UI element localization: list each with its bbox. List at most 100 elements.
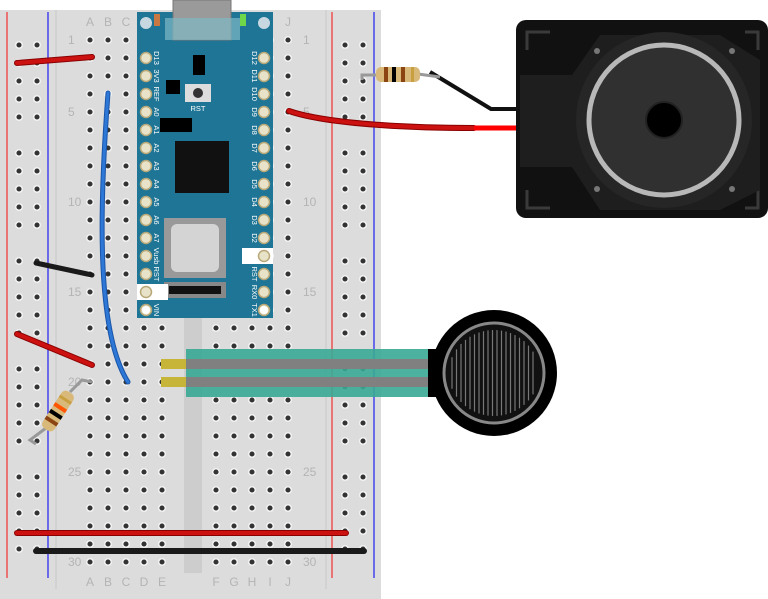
rail-hole[interactable] <box>14 166 24 176</box>
arduino-pin[interactable] <box>257 249 271 263</box>
breadboard-hole[interactable] <box>211 485 221 495</box>
rail-hole[interactable] <box>358 472 368 482</box>
breadboard-hole[interactable] <box>283 125 293 135</box>
breadboard-hole[interactable] <box>247 539 257 549</box>
breadboard-hole[interactable] <box>247 521 257 531</box>
breadboard-hole[interactable] <box>283 71 293 81</box>
rail-hole[interactable] <box>32 112 42 122</box>
rail-hole[interactable] <box>340 148 350 158</box>
breadboard-hole[interactable] <box>157 485 167 495</box>
breadboard-hole[interactable] <box>121 53 131 63</box>
rail-hole[interactable] <box>358 40 368 50</box>
rail-hole[interactable] <box>14 472 24 482</box>
breadboard-hole[interactable] <box>229 395 239 405</box>
arduino-pin[interactable] <box>257 285 271 299</box>
arduino-pin[interactable] <box>139 141 153 155</box>
breadboard-hole[interactable] <box>283 503 293 513</box>
breadboard-hole[interactable] <box>265 557 275 567</box>
breadboard-hole[interactable] <box>157 323 167 333</box>
arduino-pin[interactable] <box>257 105 271 119</box>
breadboard-hole[interactable] <box>211 431 221 441</box>
rail-hole[interactable] <box>358 184 368 194</box>
breadboard-hole[interactable] <box>283 557 293 567</box>
reset-button-cap[interactable] <box>193 88 203 98</box>
rail-hole[interactable] <box>358 328 368 338</box>
breadboard-hole[interactable] <box>85 89 95 99</box>
breadboard-hole[interactable] <box>121 143 131 153</box>
rail-hole[interactable] <box>358 310 368 320</box>
breadboard-hole[interactable] <box>121 467 131 477</box>
rail-hole[interactable] <box>32 220 42 230</box>
breadboard-hole[interactable] <box>103 449 113 459</box>
rail-hole[interactable] <box>14 292 24 302</box>
rail-hole[interactable] <box>14 220 24 230</box>
rail-hole[interactable] <box>358 508 368 518</box>
breadboard-hole[interactable] <box>211 395 221 405</box>
breadboard-hole[interactable] <box>121 323 131 333</box>
breadboard-hole[interactable] <box>229 323 239 333</box>
breadboard-hole[interactable] <box>121 359 131 369</box>
arduino-pin[interactable] <box>257 141 271 155</box>
breadboard-hole[interactable] <box>121 503 131 513</box>
breadboard-hole[interactable] <box>229 485 239 495</box>
breadboard-hole[interactable] <box>103 215 113 225</box>
breadboard-hole[interactable] <box>103 35 113 45</box>
rail-hole[interactable] <box>32 274 42 284</box>
breadboard-hole[interactable] <box>283 287 293 297</box>
breadboard-hole[interactable] <box>247 341 257 351</box>
rail-hole[interactable] <box>32 490 42 500</box>
breadboard-hole[interactable] <box>229 431 239 441</box>
breadboard-hole[interactable] <box>283 341 293 351</box>
breadboard-hole[interactable] <box>139 359 149 369</box>
rail-hole[interactable] <box>340 184 350 194</box>
rail-hole[interactable] <box>358 256 368 266</box>
rail-hole[interactable] <box>340 508 350 518</box>
breadboard-hole[interactable] <box>103 251 113 261</box>
breadboard-hole[interactable] <box>121 287 131 297</box>
arduino-pin[interactable] <box>257 195 271 209</box>
rail-hole[interactable] <box>358 490 368 500</box>
rail-hole[interactable] <box>14 94 24 104</box>
arduino-pin[interactable] <box>257 87 271 101</box>
breadboard-hole[interactable] <box>85 431 95 441</box>
breadboard-hole[interactable] <box>283 305 293 315</box>
rail-hole[interactable] <box>14 274 24 284</box>
breadboard-hole[interactable] <box>121 179 131 189</box>
breadboard-hole[interactable] <box>121 251 131 261</box>
breadboard-hole[interactable] <box>211 449 221 459</box>
arduino-pin[interactable] <box>139 159 153 173</box>
breadboard-hole[interactable] <box>103 53 113 63</box>
breadboard-hole[interactable] <box>103 503 113 513</box>
breadboard-hole[interactable] <box>85 449 95 459</box>
rail-hole[interactable] <box>32 382 42 392</box>
breadboard-hole[interactable] <box>121 521 131 531</box>
arduino-pin[interactable] <box>257 159 271 173</box>
breadboard-hole[interactable] <box>85 521 95 531</box>
breadboard-hole[interactable] <box>103 539 113 549</box>
breadboard-hole[interactable] <box>121 269 131 279</box>
breadboard-hole[interactable] <box>85 179 95 189</box>
black-wire[interactable] <box>33 260 95 278</box>
breadboard-hole[interactable] <box>85 557 95 567</box>
breadboard-hole[interactable] <box>211 521 221 531</box>
arduino-pin[interactable] <box>139 177 153 191</box>
rail-hole[interactable] <box>14 418 24 428</box>
rail-hole[interactable] <box>14 148 24 158</box>
breadboard-hole[interactable] <box>103 179 113 189</box>
rail-hole[interactable] <box>340 94 350 104</box>
rail-hole[interactable] <box>358 418 368 428</box>
breadboard-hole[interactable] <box>103 413 113 423</box>
breadboard-hole[interactable] <box>211 323 221 333</box>
breadboard-hole[interactable] <box>157 557 167 567</box>
rail-hole[interactable] <box>32 202 42 212</box>
breadboard-hole[interactable] <box>265 341 275 351</box>
breadboard-hole[interactable] <box>157 395 167 405</box>
breadboard-hole[interactable] <box>283 395 293 405</box>
breadboard-hole[interactable] <box>283 467 293 477</box>
breadboard-hole[interactable] <box>157 503 167 513</box>
breadboard-hole[interactable] <box>265 395 275 405</box>
rail-hole[interactable] <box>32 364 42 374</box>
breadboard-hole[interactable] <box>211 341 221 351</box>
breadboard-hole[interactable] <box>139 503 149 513</box>
arduino-pin[interactable] <box>139 195 153 209</box>
